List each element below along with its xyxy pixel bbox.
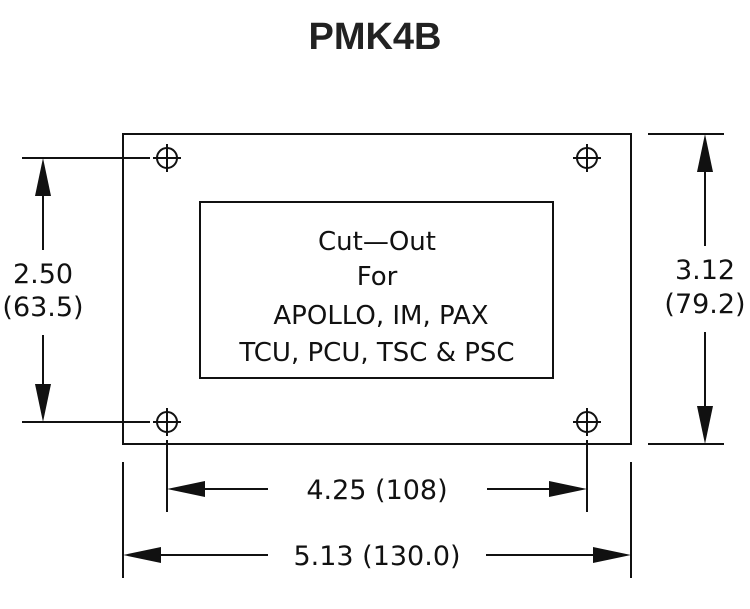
mounting-hole-top-left xyxy=(153,144,181,172)
right-dim-inches: 3.12 xyxy=(675,255,735,286)
cutout-label-line3: APOLLO, IM, PAX xyxy=(273,301,488,331)
mounting-hole-bottom-left xyxy=(153,408,181,436)
cutout-label-line1: Cut—Out xyxy=(318,227,436,257)
cutout-outline xyxy=(199,201,554,379)
right-dim-arrow-up xyxy=(697,134,713,172)
left-dim-arrow-down xyxy=(35,384,51,422)
mounting-hole-top-right xyxy=(573,144,601,172)
panel-outline xyxy=(122,133,632,445)
mounting-hole-bottom-right xyxy=(573,408,601,436)
right-dim-mm: (79.2) xyxy=(664,289,745,320)
left-dimension xyxy=(22,157,150,423)
left-dim-arrow-up xyxy=(35,158,51,196)
left-dim-mm: (63.5) xyxy=(2,292,83,323)
hole-span-label: 4.25 (108) xyxy=(306,475,447,506)
overall-width-arrow-right xyxy=(593,547,631,563)
hole-span-dimension xyxy=(166,440,588,512)
overall-width-arrow-left xyxy=(123,547,161,563)
right-dimension xyxy=(648,133,724,445)
cutout-label-line2: For xyxy=(357,262,398,292)
right-dim-arrow-down xyxy=(697,406,713,444)
diagram-title: PMK4B xyxy=(308,16,442,58)
hole-span-arrow-left xyxy=(167,481,205,497)
left-dim-inches: 2.50 xyxy=(13,259,73,290)
overall-width-dimension xyxy=(122,462,632,578)
overall-width-label: 5.13 (130.0) xyxy=(293,541,460,572)
cutout-label-line4: TCU, PCU, TSC & PSC xyxy=(238,338,514,368)
hole-span-arrow-right xyxy=(549,481,587,497)
